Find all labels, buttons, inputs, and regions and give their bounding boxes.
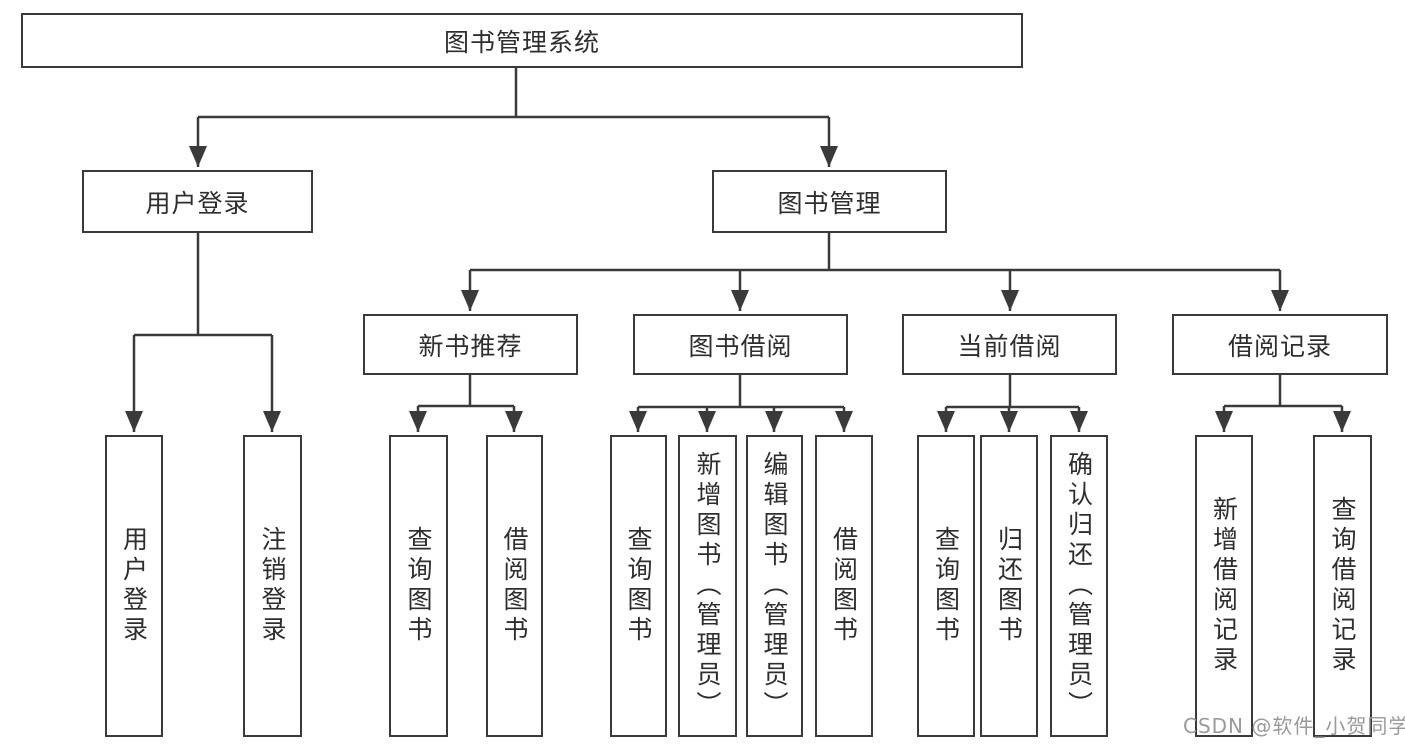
node-book-borrow-label: 图书借阅: [688, 331, 793, 361]
leaf-add-borrow-record: 新增借阅记录: [1195, 435, 1253, 737]
leaf-add-book-admin-label: 新增图书（管理员）: [693, 451, 722, 721]
node-current-borrow: 当前借阅: [902, 314, 1117, 375]
leaf-edit-book-admin-label: 编辑图书（管理员）: [760, 451, 789, 721]
leaf-query-books-3: 查询图书: [917, 435, 975, 737]
tree-branch-lines: [134, 68, 1342, 409]
node-user-login: 用户登录: [82, 170, 313, 233]
leaf-query-borrow-record-label: 查询借阅记录: [1328, 496, 1357, 676]
leaf-return-book-label: 归还图书: [994, 526, 1024, 646]
node-root-label: 图书管理系统: [443, 27, 600, 57]
leaf-user-login-label: 用户登录: [119, 526, 149, 646]
node-user-login-label: 用户登录: [145, 188, 250, 218]
leaf-borrow-books-2-label: 借阅图书: [829, 526, 859, 646]
leaf-query-books-1: 查询图书: [389, 435, 448, 737]
leaf-logout: 注销登录: [243, 435, 302, 737]
leaf-borrow-books-1-label: 借阅图书: [500, 526, 529, 646]
node-borrow-records: 借阅记录: [1172, 314, 1388, 375]
csdn-watermark: CSDN @软件_小贺同学: [1183, 714, 1405, 738]
node-new-book-recommend: 新书推荐: [363, 314, 578, 375]
leaf-query-books-2: 查询图书: [610, 435, 667, 737]
leaf-logout-label: 注销登录: [258, 526, 287, 646]
node-new-book-recommend-label: 新书推荐: [418, 331, 523, 361]
leaf-confirm-return-admin: 确认归还（管理员）: [1050, 435, 1108, 737]
leaf-user-login: 用户登录: [105, 435, 163, 737]
node-borrow-records-label: 借阅记录: [1227, 331, 1332, 361]
leaf-query-books-1-label: 查询图书: [404, 526, 433, 646]
leaf-query-borrow-record: 查询借阅记录: [1313, 435, 1372, 737]
leaf-borrow-books-1: 借阅图书: [486, 435, 543, 737]
node-book-management: 图书管理: [712, 170, 947, 233]
leaf-query-books-3-label: 查询图书: [931, 526, 961, 646]
leaf-return-book: 归还图书: [980, 435, 1038, 737]
node-book-borrow: 图书借阅: [633, 314, 848, 375]
leaf-query-books-2-label: 查询图书: [624, 526, 653, 646]
leaf-add-book-admin: 新增图书（管理员）: [678, 435, 737, 737]
node-current-borrow-label: 当前借阅: [957, 331, 1062, 361]
node-root: 图书管理系统: [21, 13, 1023, 68]
node-book-management-label: 图书管理: [777, 188, 882, 218]
leaf-add-borrow-record-label: 新增借阅记录: [1209, 496, 1239, 676]
leaf-borrow-books-2: 借阅图书: [815, 435, 873, 737]
leaf-confirm-return-admin-label: 确认归还（管理员）: [1064, 451, 1094, 721]
leaf-edit-book-admin: 编辑图书（管理员）: [746, 435, 803, 737]
